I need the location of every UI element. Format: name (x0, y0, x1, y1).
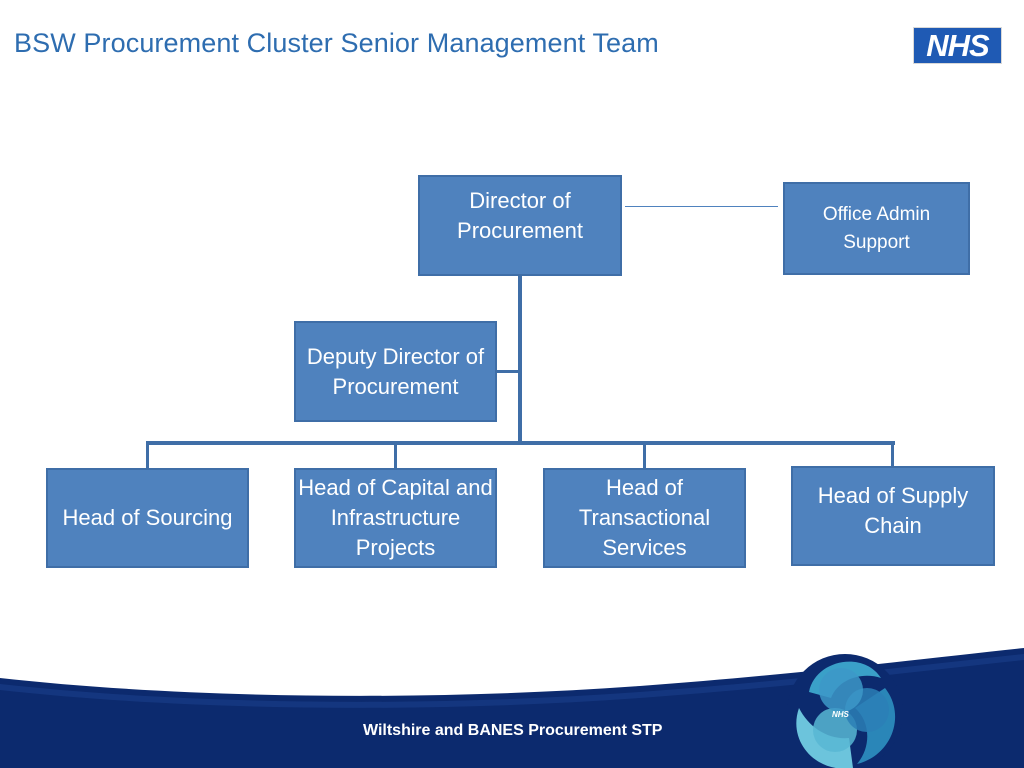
head-of-sourcing-label: Head of Sourcing (62, 505, 233, 530)
head-of-capital-label: Head of Capital and Infrastructure Proje… (298, 475, 493, 560)
footer-wave-banner (0, 648, 1024, 768)
page-title: BSW Procurement Cluster Senior Managemen… (14, 28, 659, 58)
office-admin-label: Office Admin Support (822, 203, 931, 253)
head-of-capital-box: Head of Capital and Infrastructure Proje… (294, 468, 497, 568)
head-of-sourcing-box: Head of Sourcing (46, 468, 249, 568)
head-sourcing-connector (146, 441, 149, 468)
nhs-logo: NHS (913, 27, 1002, 64)
deputy-director-box: Deputy Director of Procurement (294, 321, 497, 422)
head-transactional-connector (643, 441, 646, 468)
head-of-supply-chain-label: Head of Supply Chain (817, 483, 969, 538)
head-capital-connector (394, 441, 397, 468)
deputy-connector (497, 370, 520, 373)
emblem-nhs-label: NHS (832, 710, 849, 719)
office-admin-box: Office Admin Support (783, 182, 970, 275)
director-label: Director of Procurement (457, 187, 583, 243)
director-vertical-connector (518, 276, 522, 444)
director-box: Director of Procurement (418, 175, 622, 276)
head-of-transactional-label: Head of Transactional Services (578, 475, 711, 560)
head-supply-connector (891, 441, 894, 466)
head-of-supply-chain-box: Head of Supply Chain (791, 466, 995, 566)
admin-connector (625, 206, 778, 207)
stp-emblem-icon (787, 654, 903, 768)
head-of-transactional-box: Head of Transactional Services (543, 468, 746, 568)
deputy-director-label: Deputy Director of Procurement (306, 343, 485, 399)
heads-horizontal-connector (146, 441, 895, 445)
footer-text: Wiltshire and BANES Procurement STP (363, 722, 663, 739)
